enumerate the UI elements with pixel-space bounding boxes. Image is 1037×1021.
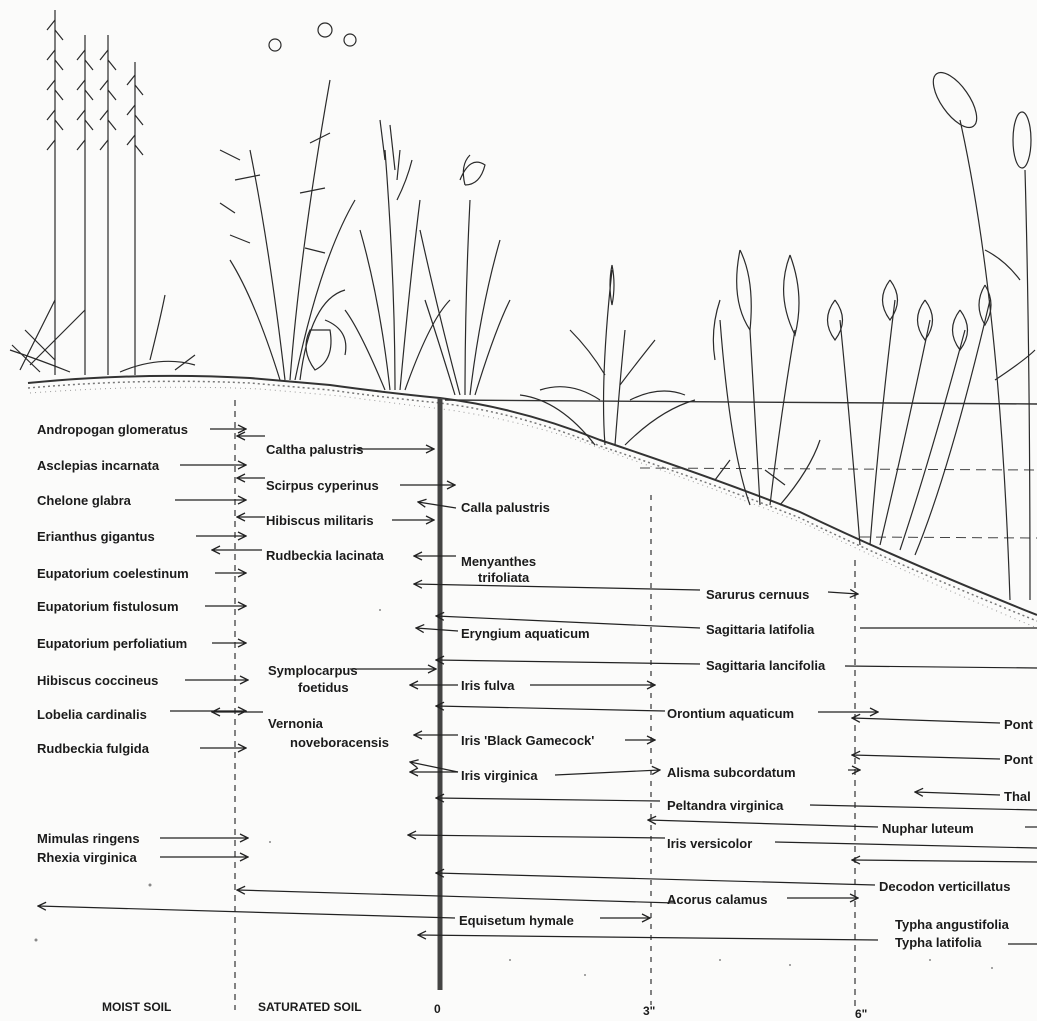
zone-label-depth-3in: 3" <box>643 1004 655 1018</box>
label-calla-palustris: Calla palustris <box>461 500 550 515</box>
label-rhexia-virginica: Rhexia virginica <box>37 850 137 865</box>
label-iris-fulva: Iris fulva <box>461 678 514 693</box>
label-eupatorium-perfoliatium: Eupatorium perfoliatium <box>37 636 187 651</box>
label-thal: Thal <box>1004 789 1031 804</box>
label-equisetum-hymale: Equisetum hymale <box>459 913 574 928</box>
label-peltandra-virginica: Peltandra virginica <box>667 798 783 813</box>
label-sagittaria-lancifolia: Sagittaria lancifolia <box>706 658 825 673</box>
sarurus-plant <box>520 265 695 445</box>
label-andropogan-glomeratus: Andropogan glomeratus <box>37 422 188 437</box>
label-hibiscus-militaris: Hibiscus militaris <box>266 513 374 528</box>
label-eupatorium-coelestinum: Eupatorium coelestinum <box>37 566 189 581</box>
label-hibiscus-coccineus: Hibiscus coccineus <box>37 673 158 688</box>
label-foetidus: foetidus <box>298 680 349 695</box>
label-alisma-subcordatum: Alisma subcordatum <box>667 765 796 780</box>
label-scirpus-cyperinus: Scirpus cyperinus <box>266 478 379 493</box>
label-pont-1: Pont <box>1004 717 1033 732</box>
label-typha-latifolia: Typha latifolia <box>895 935 981 950</box>
label-menyanthes: Menyanthes <box>461 554 536 569</box>
label-acorus-calamus: Acorus calamus <box>667 892 767 907</box>
zone-label-moist-soil: MOIST SOIL <box>102 1000 171 1014</box>
zone-label-saturated-soil: SATURATED SOIL <box>258 1000 362 1014</box>
label-eupatorium-fistulosum: Eupatorium fistulosum <box>37 599 179 614</box>
label-orontium-aquaticum: Orontium aquaticum <box>667 706 794 721</box>
label-sagittaria-latifolia: Sagittaria latifolia <box>706 622 814 637</box>
water-lines <box>445 400 1037 538</box>
label-iris-black-gamecock: Iris 'Black Gamecock' <box>461 733 594 748</box>
label-symplocarpus: Symplocarpus <box>268 663 358 678</box>
pontederia-clump <box>828 280 992 555</box>
scirpus-grass <box>345 120 450 390</box>
label-chelone-glabra: Chelone glabra <box>37 493 131 508</box>
label-rudbeckia-fulgida: Rudbeckia fulgida <box>37 741 149 756</box>
label-pont-2: Pont <box>1004 752 1033 767</box>
label-erianthus-gigantus: Erianthus gigantus <box>37 529 155 544</box>
label-sarurus-cernuus: Sarurus cernuus <box>706 587 809 602</box>
label-typha-angustifolia: Typha angustifolia <box>895 917 1009 932</box>
zone-label-depth-0: 0 <box>434 1002 441 1016</box>
label-vernonia: Vernonia <box>268 716 323 731</box>
caltha-clump <box>220 23 356 380</box>
label-iris-versicolor: Iris versicolor <box>667 836 752 851</box>
label-eryngium-aquaticum: Eryngium aquaticum <box>461 626 590 641</box>
label-mimulas-ringens: Mimulas ringens <box>37 831 140 846</box>
label-noveboracensis: noveboracensis <box>290 735 389 750</box>
zone-label-depth-6in: 6" <box>855 1007 867 1021</box>
label-iris-virginica: Iris virginica <box>461 768 538 783</box>
label-asclepias-incarnata: Asclepias incarnata <box>37 458 159 473</box>
sagittaria-plant <box>713 250 820 505</box>
label-nuphar-luteum: Nuphar luteum <box>882 821 974 836</box>
tall-spike-plants <box>10 10 195 375</box>
label-rudbeckia-lacinata: Rudbeckia lacinata <box>266 548 384 563</box>
iris-clump <box>420 155 510 395</box>
label-decodon-verticillatus: Decodon verticillatus <box>879 879 1010 894</box>
label-lobelia-cardinalis: Lobelia cardinalis <box>37 707 147 722</box>
label-trifoliata: trifoliata <box>478 570 529 585</box>
typha-plant <box>925 66 1035 600</box>
label-caltha-palustris: Caltha palustris <box>266 442 364 457</box>
